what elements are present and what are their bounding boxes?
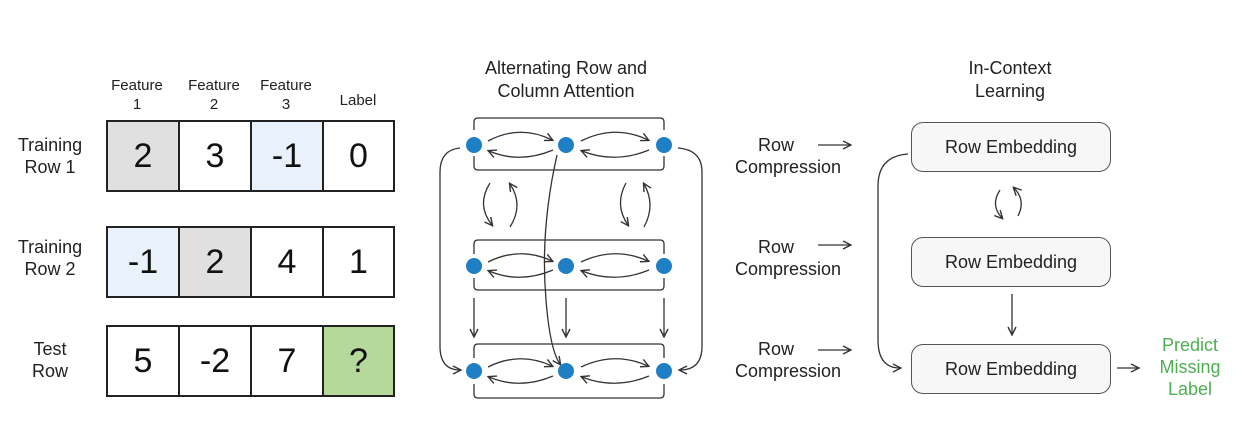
row1-frame-bottom	[473, 156, 665, 171]
header-label: Label	[339, 92, 377, 109]
table-cell-r1-f1: 2	[106, 120, 180, 192]
table-cell-test-f1: 5	[106, 325, 180, 397]
table-cell-r2-f1: -1	[106, 226, 180, 298]
table-cell-r2-f3: 4	[250, 226, 324, 298]
row1-frame	[473, 117, 665, 130]
col-arrow-1a	[482, 182, 492, 225]
row2-arrow-d	[582, 270, 650, 278]
icl-cycle-b	[1014, 188, 1021, 217]
row3-arrow-c	[580, 358, 648, 368]
node-r2-c2	[558, 258, 574, 274]
table-cell-r1-f3: -1	[250, 120, 324, 192]
row2-frame-bottom	[473, 278, 665, 291]
long-column-arrow	[543, 154, 560, 364]
row1-arrow-a	[487, 131, 552, 142]
node-r2-c1	[466, 258, 482, 274]
row3-arrow-b	[489, 376, 554, 384]
row3-frame-bottom	[473, 384, 665, 399]
row2-arrow-b	[489, 270, 554, 278]
row1-arrow-b	[489, 150, 554, 158]
row2-arrow-c	[580, 253, 648, 263]
right-loop	[677, 147, 703, 370]
table-cell-r2-f2: 2	[178, 226, 252, 298]
col-arrow-2a	[619, 182, 628, 225]
row3-frame	[473, 343, 665, 358]
node-r1-c2	[558, 137, 574, 153]
node-r3-c3	[656, 363, 672, 379]
row-embedding-3: Row Embedding	[911, 344, 1111, 394]
node-r1-c3	[656, 137, 672, 153]
table-cell-test-f3: 7	[250, 325, 324, 397]
row-embedding-1: Row Embedding	[911, 122, 1111, 172]
row-embedding-2: Row Embedding	[911, 237, 1111, 287]
node-r3-c2	[558, 363, 574, 379]
row1-arrow-c	[580, 131, 648, 142]
row2-frame	[473, 239, 665, 254]
row2-arrow-a	[487, 253, 552, 263]
left-loop	[439, 147, 460, 370]
icl-cycle-a	[995, 189, 1002, 218]
row1-arrow-d	[582, 150, 650, 158]
node-r2-c3	[656, 258, 672, 274]
table-cell-r2-label: 1	[322, 226, 395, 298]
node-r3-c1	[466, 363, 482, 379]
table-cell-r1-label: 0	[322, 120, 395, 192]
row3-arrow-d	[582, 376, 650, 384]
icl-bracket	[877, 153, 909, 368]
table-cell-test-label: ?	[322, 325, 395, 397]
col-arrow-2b	[644, 184, 650, 228]
row3-arrow-a	[487, 358, 552, 368]
col-arrow-1b	[510, 184, 518, 228]
node-r1-c1	[466, 137, 482, 153]
table-cell-r1-f2: 3	[178, 120, 252, 192]
